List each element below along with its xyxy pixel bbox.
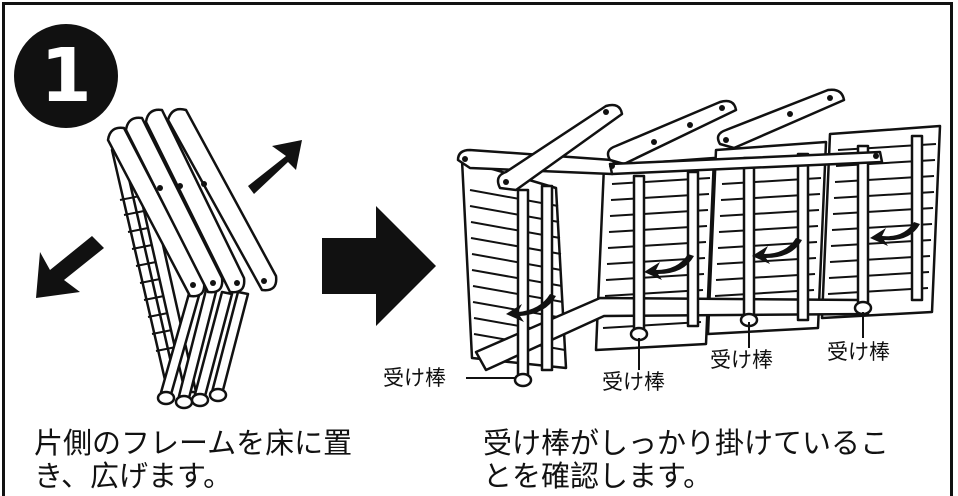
left-instruction-line-2: き、広げます。 (34, 459, 233, 493)
next-step-arrow-icon (322, 206, 436, 326)
receiver-bar-label: 受け棒 (710, 348, 773, 372)
expanded-rack-illustration (456, 88, 942, 388)
right-instruction-line-2: とを確認します。 (483, 459, 713, 493)
expand-arrow-left-icon (36, 236, 104, 298)
receiver-bar-label: 受け棒 (602, 370, 665, 394)
hook-arrow-icon (870, 222, 920, 246)
hook-arrow-icon (752, 238, 802, 264)
step-number-badge: 1 (14, 24, 118, 128)
hook-arrow-icon (644, 254, 694, 280)
right-instruction-line-1: 受け棒がしっかり掛けているこ (483, 426, 890, 460)
receiver-bar-label: 受け棒 (383, 366, 446, 390)
receiver-bar-label: 受け棒 (827, 340, 890, 364)
left-instruction-line-1: 片側のフレームを床に置 (34, 426, 353, 460)
folded-rack-illustration (106, 107, 278, 410)
expand-arrow-right-icon (248, 140, 302, 194)
hook-arrow-icon (506, 294, 556, 322)
